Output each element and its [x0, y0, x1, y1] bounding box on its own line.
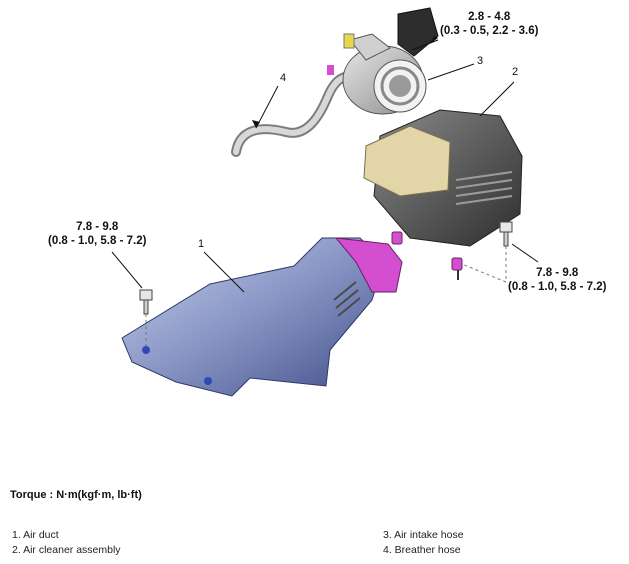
air-intake-hose — [342, 7, 439, 115]
part-number-4: 4 — [280, 72, 287, 84]
part-number-3: 3 — [477, 55, 484, 67]
air-cleaner-cover — [363, 125, 451, 197]
leader-duct-bolt — [111, 251, 143, 289]
torque-spec-value: 7.8 - 9.8 — [76, 221, 119, 233]
leader-part-4 — [255, 85, 279, 129]
torque-spec-duct-bolt: 7.8 - 9.8 (0.8 - 1.0, 5.8 - 7.2) — [48, 220, 146, 248]
air-duct — [121, 237, 403, 397]
legend-item-air-duct: 1. Air duct — [12, 529, 59, 541]
cleaner-mounting-bolt — [499, 221, 513, 247]
duct-connector-seal — [334, 237, 403, 293]
legend-left: 1. Air duct 2. Air cleaner assembly — [12, 528, 121, 558]
torque-spec-value: 2.8 - 4.8 — [468, 11, 511, 23]
leader-part-3 — [427, 63, 475, 81]
torque-spec-alt-units: (0.8 - 1.0, 5.8 - 7.2) — [508, 281, 607, 293]
duct-mounting-bolt — [139, 289, 153, 315]
leader-cleaner-bolt — [511, 243, 539, 263]
leader-hose-clamp — [411, 39, 439, 51]
parts-illustration — [111, 7, 539, 397]
breather-hose-clamp — [327, 65, 334, 75]
legend-right: 3. Air intake hose 4. Breather hose — [383, 528, 464, 558]
torque-unit-note: Torque : N·m(kgf·m, lb·ft) — [10, 489, 142, 501]
hose-clamp-tab — [343, 33, 355, 49]
legend-item-breather-hose: 4. Breather hose — [383, 544, 461, 556]
torque-spec-alt-units: (0.8 - 1.0, 5.8 - 7.2) — [48, 235, 147, 247]
torque-spec-cleaner-bolt: 7.8 - 9.8 (0.8 - 1.0, 5.8 - 7.2) — [508, 266, 606, 294]
part-number-1: 1 — [198, 238, 205, 250]
exploded-parts-diagram: 2.8 - 4.8 (0.3 - 0.5, 2.2 - 3.6) 7.8 - 9… — [48, 7, 606, 397]
torque-spec-value: 7.8 - 9.8 — [536, 267, 579, 279]
legend-item-air-cleaner: 2. Air cleaner assembly — [12, 544, 121, 556]
part-number-2: 2 — [512, 66, 519, 78]
leader-part-1 — [203, 251, 245, 293]
air-cleaner-assembly — [363, 109, 523, 280]
legend-item-air-intake-hose: 3. Air intake hose — [383, 529, 464, 541]
torque-spec-alt-units: (0.3 - 0.5, 2.2 - 3.6) — [440, 25, 539, 37]
torque-spec-hose-clamp: 2.8 - 4.8 (0.3 - 0.5, 2.2 - 3.6) — [440, 10, 538, 38]
leader-part-2 — [479, 81, 515, 117]
breather-hose — [231, 65, 353, 157]
